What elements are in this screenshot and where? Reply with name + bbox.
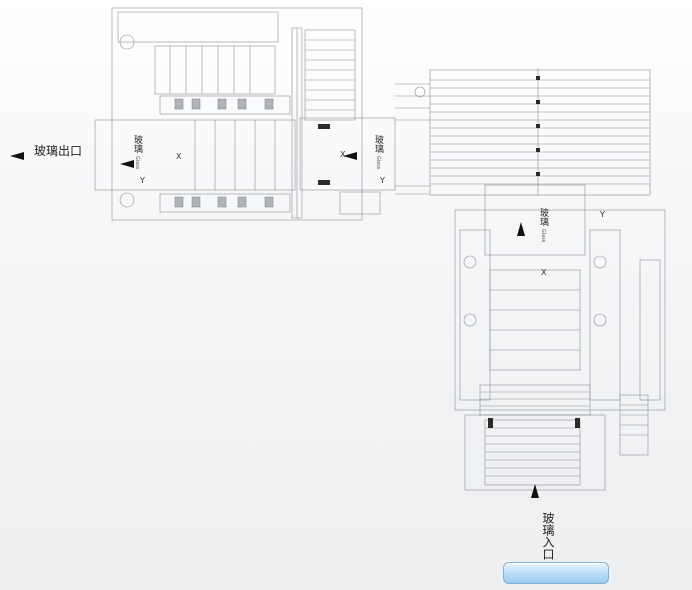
roller-section	[395, 68, 651, 196]
glass-cn-right: 玻璃	[538, 208, 548, 226]
glass-en-left: Glass	[134, 155, 140, 170]
glass-label-left: 玻璃 Glass	[132, 135, 142, 170]
glass-cn-mid: 玻璃	[373, 135, 383, 153]
glass-cn-left: 玻璃	[132, 135, 142, 153]
axis-x-left: X	[176, 152, 182, 161]
glass-en-right: Glass	[540, 228, 546, 243]
glass-en-mid: Glass	[375, 155, 381, 170]
start-button[interactable]	[503, 562, 609, 584]
glass-exit-label: 玻璃出口	[34, 144, 83, 158]
glass-label-mid: 玻璃 Glass	[373, 135, 383, 170]
axis-y-right: Y	[600, 210, 605, 219]
glass-entry-label: 玻璃入口	[541, 512, 555, 560]
axis-y-left: Y	[140, 176, 145, 185]
axis-x-mid: X	[340, 150, 346, 159]
axis-y-mid: Y	[380, 176, 385, 185]
entry-machine	[454, 184, 666, 498]
glass-label-right: 玻璃 Glass	[538, 208, 548, 243]
axis-x-right: X	[541, 268, 547, 277]
left-machine	[10, 7, 396, 221]
